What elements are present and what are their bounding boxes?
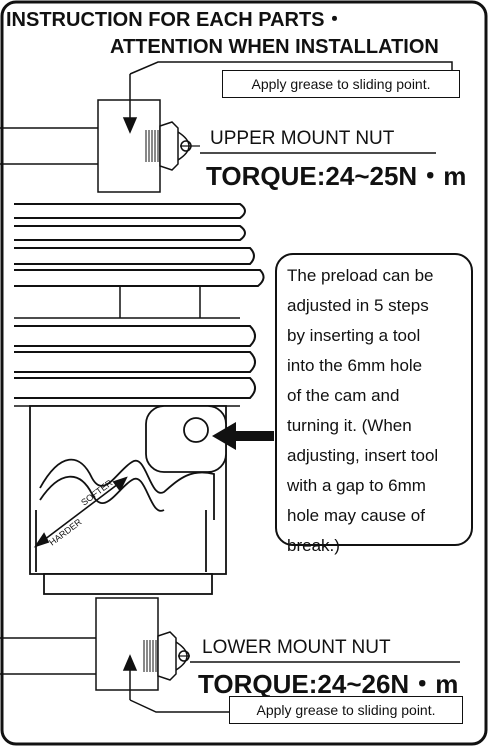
cam-hole-6mm xyxy=(183,417,209,443)
upper-mount-nut-label: UPPER MOUNT NUT xyxy=(210,128,395,149)
lower-spring xyxy=(14,317,256,407)
callout-line: by inserting a tool xyxy=(287,326,421,345)
preload-pointer-arrow xyxy=(212,422,274,450)
lower-grease-note: Apply grease to sliding point. xyxy=(229,696,463,724)
callout-line: into the 6mm hole xyxy=(287,356,423,375)
upper-torque-spec: TORQUE:24~25N・m xyxy=(206,161,467,191)
callout-line: break.) xyxy=(287,536,340,555)
upper-spring xyxy=(14,203,265,318)
upper-mount xyxy=(0,61,453,193)
preload-adjust-callout: The preload can be adjusted in 5 steps b… xyxy=(275,253,473,555)
page-title-line-1: INSTRUCTION FOR EACH PARTS・ xyxy=(6,9,345,31)
lower-mount xyxy=(0,597,229,713)
page-title-line-2: ATTENTION WHEN INSTALLATION xyxy=(110,36,439,58)
callout-line: hole may cause of xyxy=(287,506,425,525)
callout-line: adjusted in 5 steps xyxy=(287,296,429,315)
adjuster-body xyxy=(29,405,227,595)
callout-line: of the cam and xyxy=(287,386,400,405)
lower-mount-nut-label: LOWER MOUNT NUT xyxy=(202,637,391,658)
callout-line: adjusting, insert tool xyxy=(287,446,439,465)
callout-line: turning it. (When xyxy=(287,416,412,435)
upper-grease-note: Apply grease to sliding point. xyxy=(222,70,460,98)
callout-line: with a gap to 6mm xyxy=(287,476,426,495)
lower-torque-spec: TORQUE:24~26N・m xyxy=(198,669,459,699)
callout-line: The preload can be xyxy=(287,266,434,285)
